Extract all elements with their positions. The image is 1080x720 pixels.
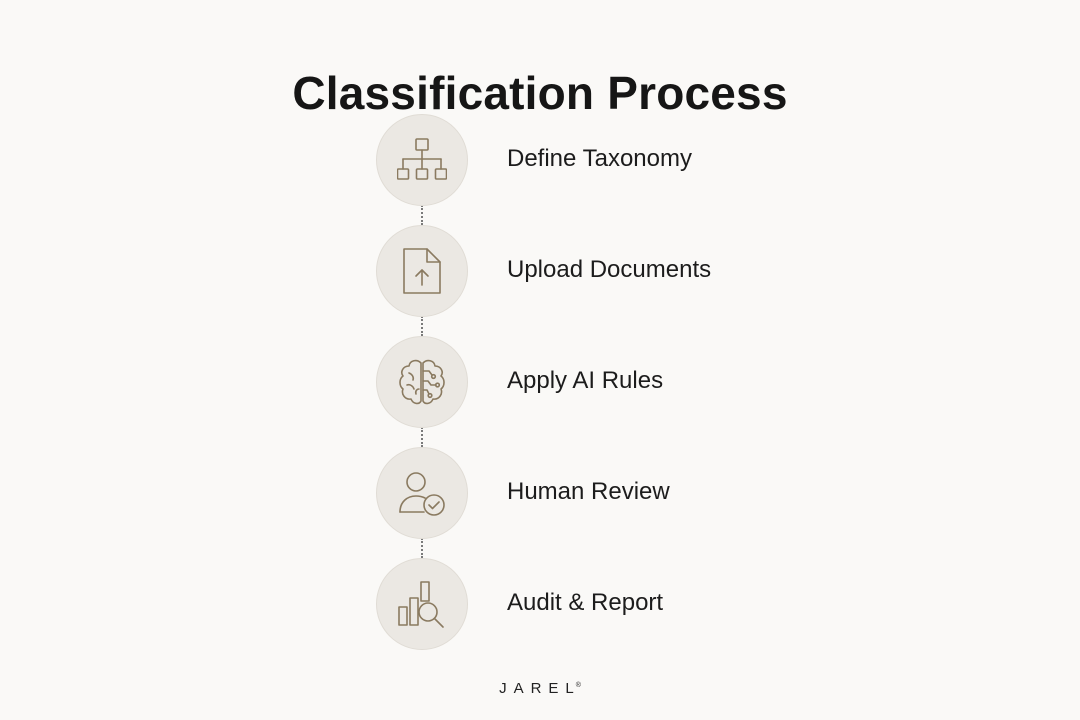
step-icon-circle bbox=[376, 447, 468, 539]
step-icon-circle bbox=[376, 225, 468, 317]
step-upload-documents: Upload Documents bbox=[376, 225, 876, 317]
step-apply-ai-rules: Apply AI Rules bbox=[376, 336, 876, 428]
document-upload-icon bbox=[403, 248, 441, 294]
step-icon-circle bbox=[376, 336, 468, 428]
step-icon-circle bbox=[376, 558, 468, 650]
step-label: Audit & Report bbox=[507, 589, 664, 616]
step-label: Human Review bbox=[507, 478, 670, 505]
step-audit-report: Audit & Report bbox=[376, 558, 876, 650]
user-check-icon bbox=[399, 472, 445, 516]
step-define-taxonomy: Define Taxonomy bbox=[376, 114, 876, 206]
registered-mark: ® bbox=[575, 682, 581, 689]
step-label: Upload Documents bbox=[507, 256, 712, 283]
connector-3-4 bbox=[421, 427, 423, 447]
step-human-review: Human Review bbox=[376, 447, 876, 539]
brand-logo: JAREL® bbox=[0, 676, 1080, 699]
hierarchy-icon bbox=[397, 138, 447, 180]
connector-2-3 bbox=[421, 316, 423, 336]
step-icon-circle bbox=[376, 114, 468, 206]
connector-4-5 bbox=[421, 538, 423, 558]
step-label: Define Taxonomy bbox=[507, 145, 692, 172]
brain-circuit-icon bbox=[399, 359, 445, 405]
chart-search-icon bbox=[398, 581, 444, 628]
brand-name: JAREL bbox=[499, 680, 581, 697]
page-title: Classification Process bbox=[292, 66, 788, 119]
connector-1-2 bbox=[421, 205, 423, 225]
step-label: Apply AI Rules bbox=[507, 367, 664, 394]
